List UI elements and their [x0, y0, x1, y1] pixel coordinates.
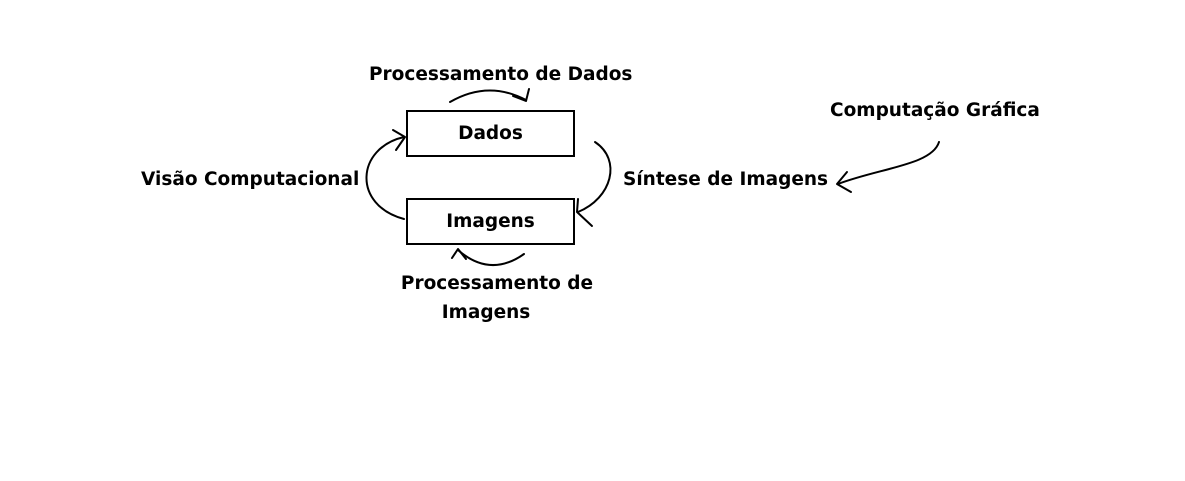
sintese-imagens-arrow	[577, 141, 612, 213]
processamento-imagens-line1: Processamento de	[400, 273, 594, 294]
visao-computacional-arrowhead	[392, 129, 406, 151]
sintese-imagens-arrowhead	[576, 198, 593, 227]
visao-computacional-label: Visão Computacional	[141, 169, 360, 190]
processamento-dados-label: Processamento de Dados	[369, 64, 633, 85]
computacao-grafica-arrowhead	[836, 171, 852, 193]
computacao-grafica-arrow	[837, 141, 940, 185]
dados-node: Dados	[406, 110, 575, 157]
computacao-grafica-label: Computação Gráfica	[830, 100, 1040, 121]
sintese-imagens-label: Síntese de Imagens	[623, 169, 829, 190]
processamento-dados-arrow	[449, 89, 527, 103]
processamento-imagens-arrow	[457, 249, 525, 267]
processamento-imagens-line2: Imagens	[441, 302, 531, 323]
processamento-imagens-label: Processamento de Imagens	[398, 269, 596, 327]
processamento-imagens-arrowhead	[451, 248, 467, 260]
imagens-node: Imagens	[406, 198, 575, 245]
visao-computacional-arrow	[365, 136, 405, 220]
dados-label: Dados	[458, 123, 523, 144]
imagens-label: Imagens	[446, 211, 535, 232]
processamento-dados-arrowhead	[512, 88, 530, 102]
